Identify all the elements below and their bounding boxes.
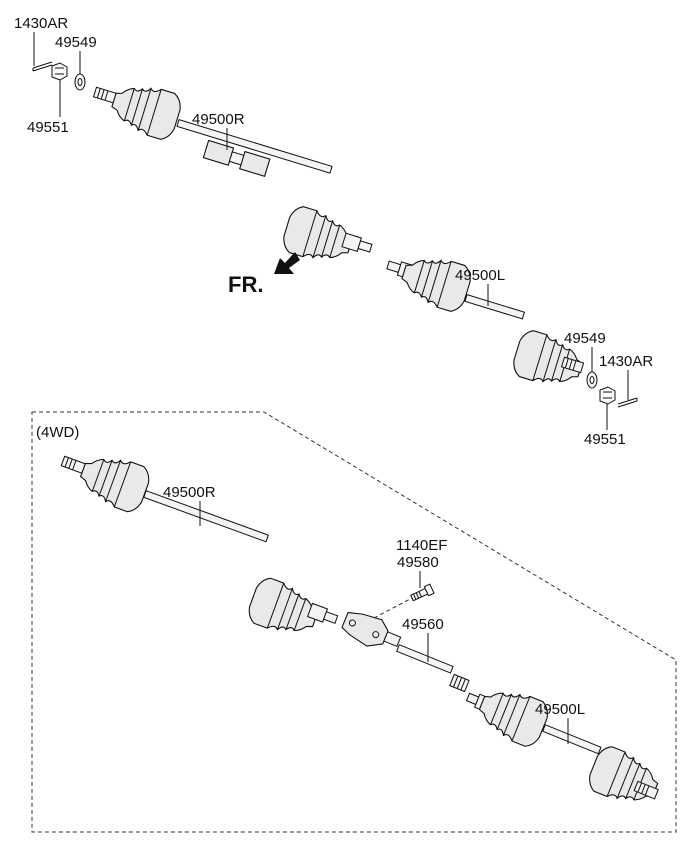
bottom-right-drive-shaft: [60, 446, 339, 644]
arrow-down-left-icon: [274, 252, 300, 274]
mounting-bolt: [373, 583, 435, 619]
mid-washer: [586, 371, 598, 389]
mid-cotter-pin: [617, 397, 638, 408]
label-bolt-code-1: 1140EF: [396, 537, 447, 554]
mid-lock-nut: [599, 386, 616, 405]
label-intermediate-shaft: 49560: [402, 616, 444, 633]
label-bottom-shaft-right: 49500R: [163, 484, 216, 501]
label-mid-nut: 49551: [584, 431, 626, 448]
top-left-drive-shaft: [386, 248, 588, 394]
label-top-washer: 49549: [55, 34, 97, 51]
label-top-pin: 1430AR: [14, 15, 68, 32]
label-direction: FR.: [228, 272, 263, 297]
top-lock-nut: [51, 62, 68, 81]
label-top-shaft-left: 49500L: [455, 267, 505, 284]
top-right-drive-shaft: [92, 76, 373, 270]
top-washer: [74, 73, 86, 91]
intermediate-shaft: [341, 611, 470, 693]
label-mid-pin: 1430AR: [599, 353, 653, 370]
label-4wd-section: (4WD): [36, 424, 79, 441]
direction-indicator: FR.: [228, 252, 300, 297]
label-top-nut: 49551: [27, 119, 69, 136]
top-cotter-pin: [32, 61, 53, 72]
label-mid-washer: 49549: [564, 330, 606, 347]
bottom-left-drive-shaft: [465, 680, 665, 813]
4wd-section-border: [31, 411, 677, 833]
label-bolt-code-2: 49580: [397, 554, 439, 571]
label-top-shaft-right: 49500R: [192, 111, 245, 128]
label-bottom-shaft-left: 49500L: [535, 701, 585, 718]
